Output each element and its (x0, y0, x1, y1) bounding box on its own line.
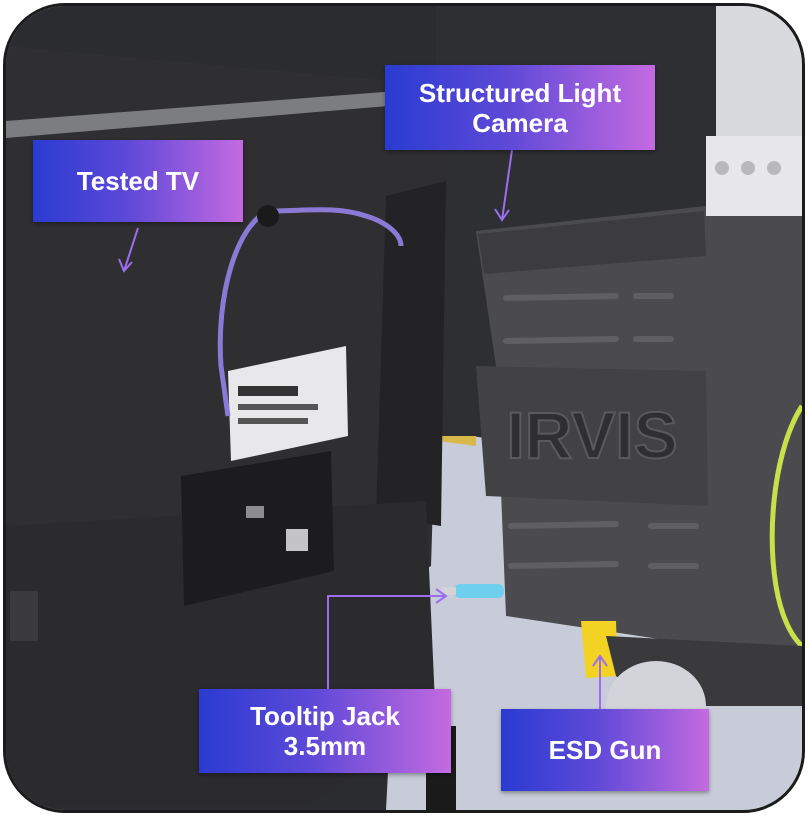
photo-frame: IRVIS Tested TV Structured Light Camera … (3, 3, 805, 813)
tooltip-jack-pin (442, 587, 456, 595)
tv-sticker-barcode (238, 386, 298, 396)
tv-port-panel (181, 451, 334, 606)
tv-purple-cable (217, 207, 404, 417)
mount-screw (767, 161, 781, 175)
label-tooltip-jack: Tooltip Jack 3.5mm (199, 689, 451, 773)
tv-speaker-grille (10, 591, 38, 641)
tv-sticker-barcode (238, 404, 318, 410)
mount-screw (741, 161, 755, 175)
tv-rating-sticker (228, 346, 348, 461)
label-structured-light-camera: Structured Light Camera (385, 65, 655, 150)
tooltip-jack-plug (454, 584, 504, 598)
esd-gun-tip (581, 621, 618, 678)
label-esd-gun: ESD Gun (501, 709, 709, 791)
tv-sticker-barcode (238, 418, 308, 424)
ground-cable (769, 404, 802, 648)
tv-cable-clip (257, 205, 279, 227)
camera-top-vents (478, 211, 706, 274)
pointer-arrows (118, 149, 608, 709)
tv-port (246, 506, 264, 518)
camera-brand-logo: IRVIS (506, 398, 677, 472)
tv-side-edge (376, 181, 446, 526)
camera-mount (706, 136, 802, 216)
label-tested-tv: Tested TV (33, 140, 243, 222)
tv-port (286, 529, 308, 551)
mount-screw (715, 161, 729, 175)
camera-ridges (503, 293, 699, 569)
camera-brand-plate (476, 366, 708, 506)
tv-top-edge (6, 88, 436, 138)
